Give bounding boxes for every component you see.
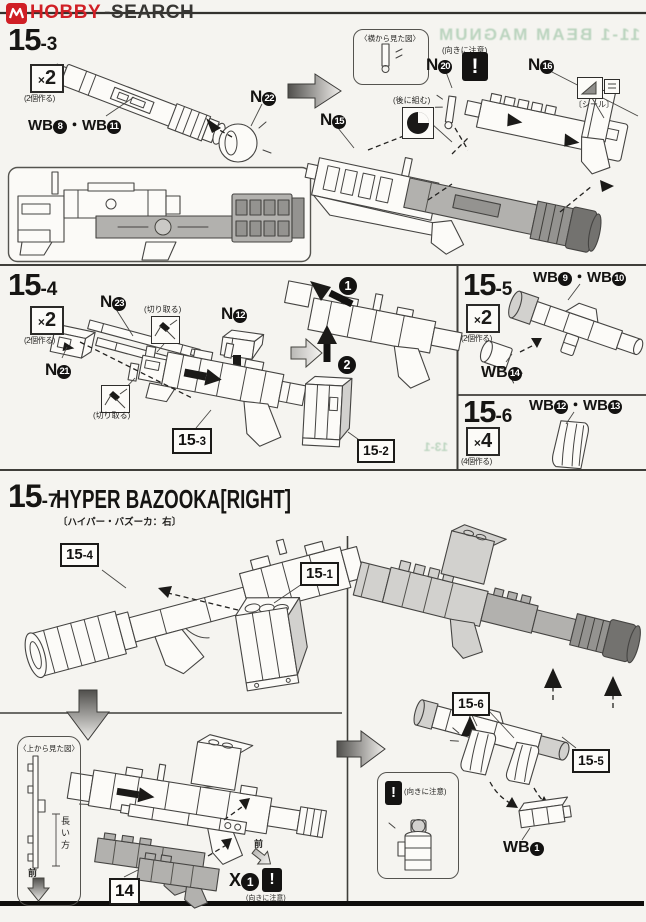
top-view-callout	[17, 736, 81, 906]
cutter-icon	[151, 316, 180, 344]
front-direction-arrow-icon	[26, 877, 51, 902]
step-1-badge: 1	[339, 277, 357, 295]
ball-joint-part	[218, 123, 258, 163]
flow-arrow-down-icon	[66, 689, 110, 741]
quantity-note-156: (4個作る)	[461, 457, 492, 466]
warning-icon: !	[262, 868, 282, 892]
quantity-note-153: (2個作る)	[24, 94, 55, 103]
section-153-number: 15-3	[8, 22, 58, 57]
caution-label-153: (向きに注意)	[442, 46, 488, 55]
cutter-icon	[101, 385, 130, 413]
section-dividers	[0, 11, 646, 906]
section-156-number: 15-6	[463, 394, 513, 429]
side-view-pin-art	[381, 43, 403, 73]
orientation-caution-callout	[377, 772, 459, 879]
assemble-later-label: (後に組む)	[393, 96, 431, 105]
section-157-subtitle: 〔ハイパー・バズーカ：右〕	[58, 517, 182, 528]
cut-off-label-2: (切り取る)	[93, 411, 131, 420]
brand-logo: HOBBY-SEARCH	[6, 2, 194, 24]
front-direction-arrow-icon	[251, 847, 272, 865]
ref-box-15-3: 15-3	[172, 428, 213, 454]
drawing-156-part	[551, 411, 589, 470]
ref-box-14: 14	[109, 878, 140, 905]
brand-icon	[6, 2, 27, 24]
drawing-154-result	[284, 280, 463, 448]
ref-box-15-5: 15-5	[572, 749, 610, 773]
front-label-main: 前	[254, 839, 264, 849]
drawing-157-scope-explosion	[388, 699, 577, 871]
section-154-number: 15-4	[8, 267, 58, 302]
caution-label-x1: (向きに注意)	[246, 895, 286, 902]
drawing-153-side-view-panel	[7, 166, 312, 263]
side-view-label: 〈横から見た図〉	[360, 34, 420, 43]
warning-icon: !	[462, 52, 488, 81]
brand-name-dark: -SEARCH	[104, 2, 195, 23]
seal-icon	[577, 77, 603, 99]
quantity-note-155: (2個作る)	[461, 334, 492, 343]
drawing-153-barrel	[51, 63, 272, 163]
ref-box-15-2: 15-2	[357, 439, 395, 463]
brand-name-red: HOBBY	[30, 2, 102, 23]
warning-icon: !	[385, 781, 402, 805]
step-2-badge: 2	[338, 356, 356, 374]
seal-sheet-icon	[604, 79, 620, 94]
ref-box-15-1: 15-1	[300, 562, 339, 587]
quantity-box-156: ×4	[466, 427, 500, 456]
caution-label-callout: (向きに注意)	[404, 787, 447, 796]
drawing-153-exploded	[304, 71, 639, 255]
flow-arrow-right-icon	[287, 73, 342, 109]
section-157-number: 15-7	[8, 478, 59, 514]
drawing-155-parts	[479, 283, 644, 384]
front-label-callout: 前	[28, 868, 38, 878]
quantity-box-153: ×2	[30, 64, 64, 93]
quantity-note-154: (2個作る)	[24, 336, 55, 345]
section-157-title: HYPER BAZOOKA[RIGHT]	[56, 484, 292, 514]
cut-off-label-1: (切り取る)	[144, 305, 182, 314]
drawing-154-parts	[49, 305, 307, 447]
assemble-later-icon	[402, 107, 434, 139]
drawing-157-rail-step	[26, 734, 328, 909]
quantity-box-154: ×2	[30, 306, 64, 335]
drawing-157-assembled-gray	[352, 524, 641, 708]
seal-label: 〔シール〕	[574, 100, 614, 109]
drawing-157-bazooka-outline	[24, 538, 366, 692]
top-view-label: 〈上から見た図〉	[19, 744, 79, 753]
ref-box-15-4: 15-4	[60, 543, 99, 568]
ref-box-15-6: 15-6	[452, 692, 490, 716]
side-view-callout	[353, 29, 429, 85]
section-155-number: 15-5	[463, 267, 513, 302]
long-side-label: 長い方	[60, 816, 70, 852]
bottom-rule	[0, 901, 644, 906]
quantity-box-155: ×2	[466, 304, 500, 333]
flow-arrow-right-icon	[336, 730, 386, 768]
flow-arrow-right-icon	[290, 337, 323, 369]
